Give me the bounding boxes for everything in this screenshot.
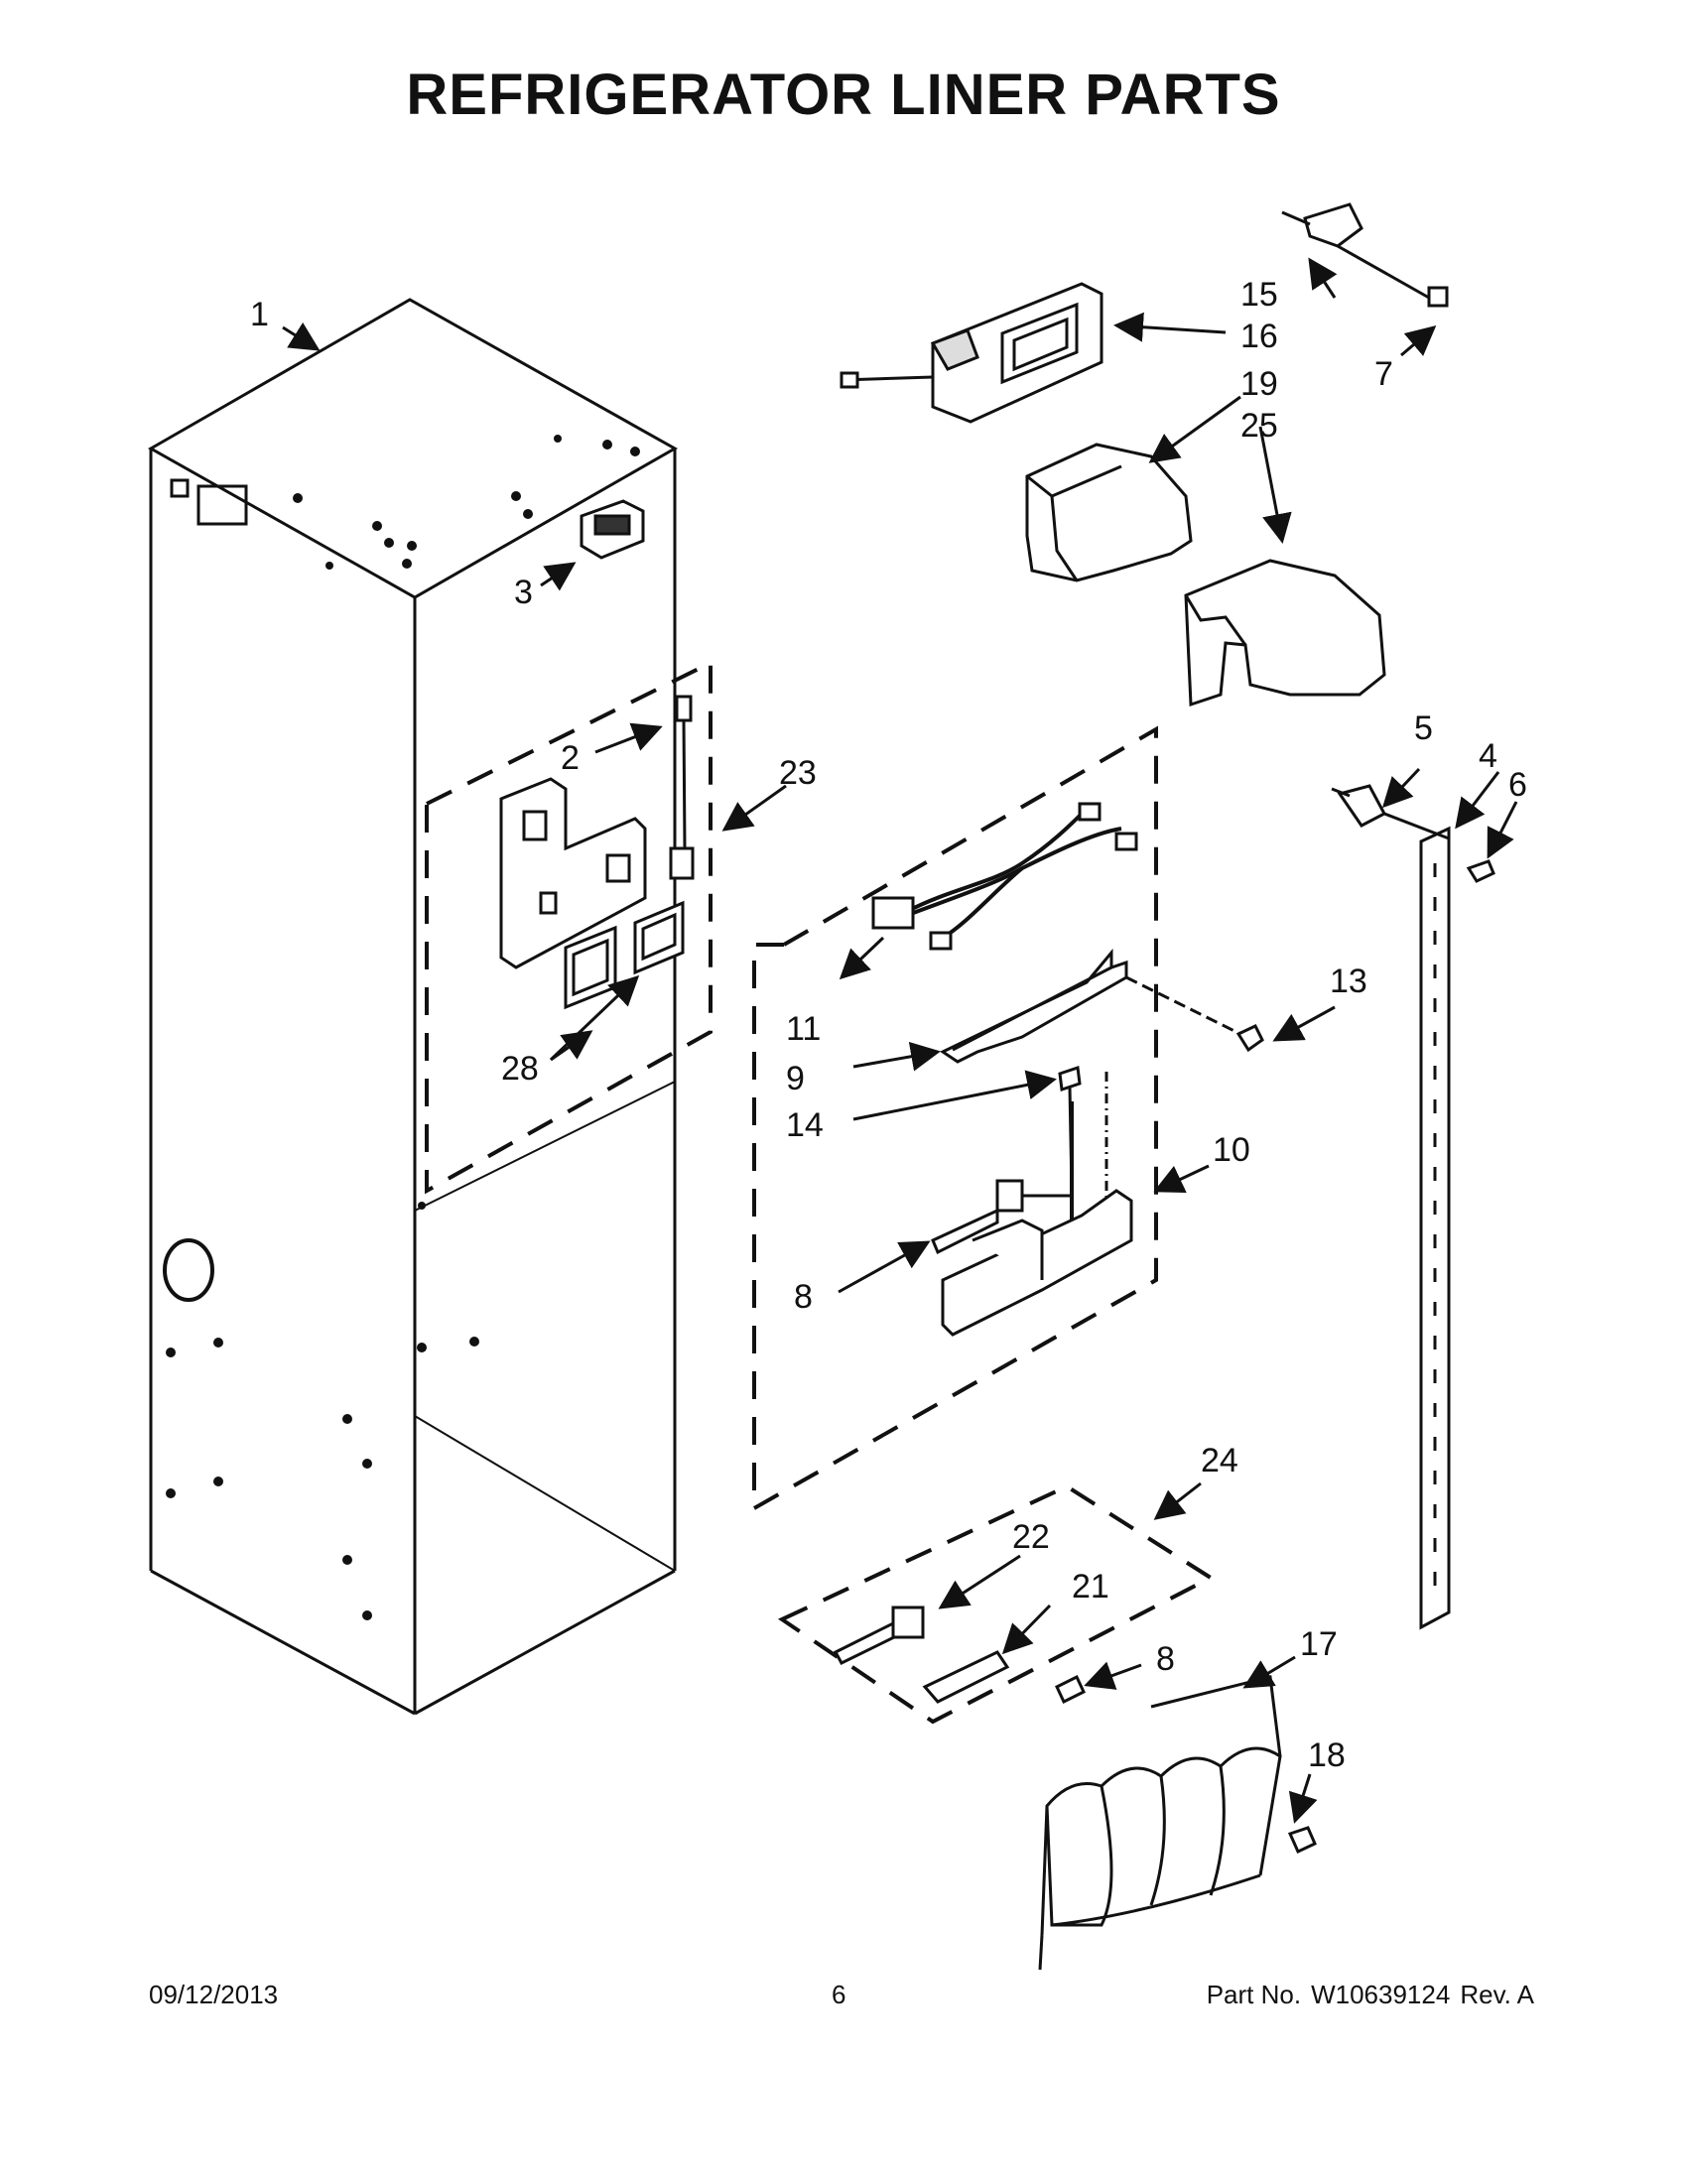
dispenser-module bbox=[840, 282, 1103, 424]
screw-15 bbox=[1058, 1065, 1082, 1192]
callout-22: 21 bbox=[1072, 1568, 1109, 1606]
footer-part-info: Part No. W10639124 Rev. A bbox=[1197, 1980, 1534, 2010]
callout-10: 9 bbox=[786, 1060, 805, 1097]
footer-part-label: Part No. bbox=[1206, 1980, 1302, 2009]
control-housing-11 bbox=[941, 1072, 1133, 1337]
callout-18: 17 bbox=[1300, 1625, 1338, 1663]
screw-14 bbox=[1125, 975, 1264, 1053]
shelf-rail-5 bbox=[1331, 784, 1495, 1630]
callout-1: 1 bbox=[250, 296, 269, 333]
callout-14: 13 bbox=[1330, 963, 1367, 1000]
control-housing-parts bbox=[499, 695, 695, 1010]
callout-8-bottom: 8 bbox=[1156, 1640, 1175, 1678]
evaporator-coil-18 bbox=[1038, 1675, 1317, 1971]
footer-part-number: W10639124 bbox=[1311, 1980, 1451, 2009]
light-lens-22 bbox=[922, 1650, 1086, 1705]
thermistor-23 bbox=[833, 1606, 925, 1665]
footer-page-number: 6 bbox=[832, 1980, 846, 2009]
callout-9: 8 bbox=[794, 1278, 813, 1316]
bracket-16 bbox=[1281, 202, 1449, 308]
dashed-group-24 bbox=[425, 659, 713, 1195]
callout-8-top: 7 bbox=[1374, 355, 1393, 393]
callout-labels: 1 2 3 24 4 5 6 7 8 8 9 10 11 13 14 15 16… bbox=[250, 276, 1527, 1774]
control-cover-10 bbox=[939, 948, 1128, 1064]
air-duct-21 bbox=[1025, 443, 1193, 582]
page-title: REFRIGERATOR LINER PARTS bbox=[406, 63, 1281, 127]
callout-28: 28 bbox=[501, 1050, 539, 1088]
callout-7: 6 bbox=[1508, 766, 1527, 804]
callout-5: 4 bbox=[1479, 737, 1497, 775]
callout-19: 18 bbox=[1308, 1736, 1346, 1774]
air-duct-25 bbox=[1184, 559, 1386, 707]
callout-25: 25 bbox=[1240, 407, 1278, 445]
callout-15: 14 bbox=[786, 1106, 824, 1144]
dashed-group-control bbox=[752, 725, 1158, 1512]
callout-6: 5 bbox=[1414, 709, 1433, 747]
callout-2: 2 bbox=[561, 739, 580, 777]
callout-23: 22 bbox=[1012, 1518, 1050, 1556]
cabinet-liner bbox=[147, 298, 679, 1716]
thermistor-9 bbox=[931, 1179, 1072, 1255]
dashed-group-4 bbox=[777, 1483, 1216, 1725]
callout-24: 23 bbox=[779, 754, 817, 792]
footer-revision: Rev. A bbox=[1460, 1980, 1534, 2009]
callout-21: 19 bbox=[1240, 365, 1278, 403]
callout-13: 11 bbox=[786, 1010, 821, 1048]
cabinet-holes bbox=[166, 435, 640, 1620]
callout-16: 15 bbox=[1240, 276, 1278, 314]
leader-arrows bbox=[282, 257, 1518, 1824]
callout-3: 3 bbox=[514, 574, 533, 611]
callout-17: 16 bbox=[1240, 318, 1278, 355]
callout-4: 24 bbox=[1201, 1442, 1238, 1479]
footer-date: 09/12/2013 bbox=[149, 1980, 279, 2009]
wire-harness-13 bbox=[871, 802, 1138, 951]
callout-11: 10 bbox=[1213, 1131, 1250, 1169]
